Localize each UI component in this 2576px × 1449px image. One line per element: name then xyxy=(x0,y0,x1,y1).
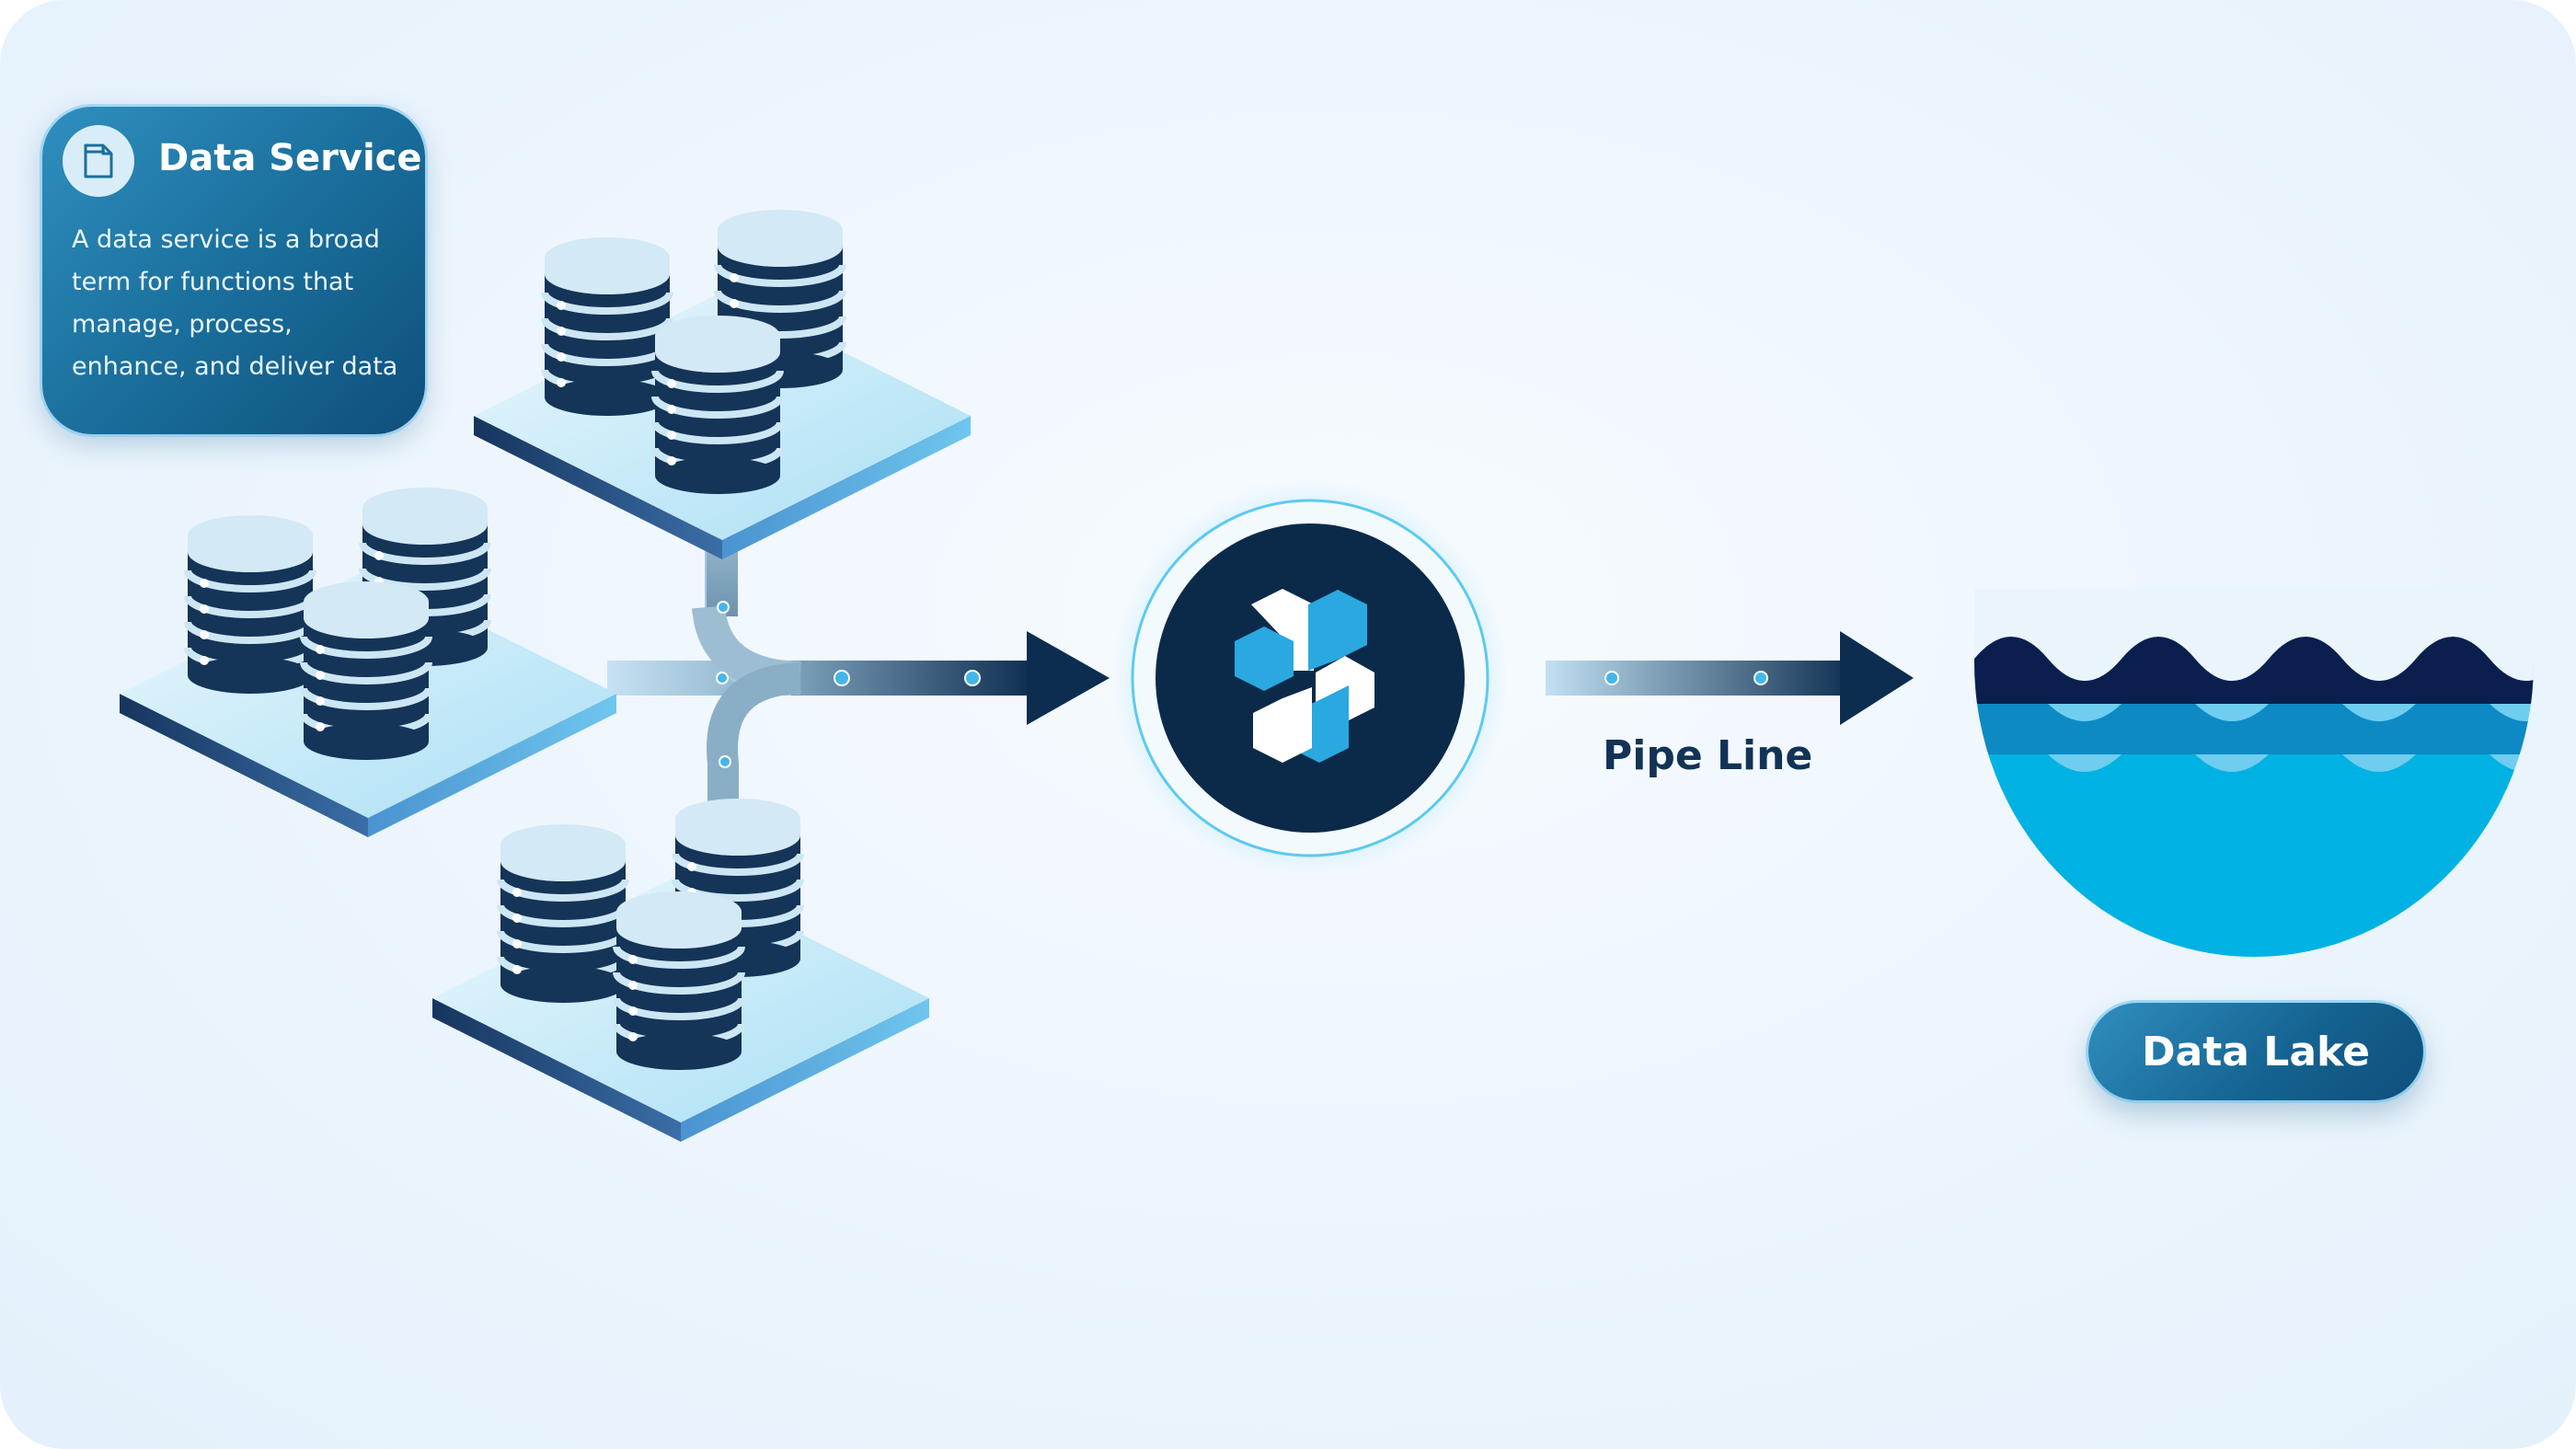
processing-hub xyxy=(1112,480,1508,876)
pipeline-label: Pipe Line xyxy=(1603,732,1813,779)
data-service-card: Data Service A data service is a broad t… xyxy=(42,107,425,434)
output-pipe xyxy=(1546,631,1914,725)
database-cluster-bottom xyxy=(432,799,929,1142)
input-pipes xyxy=(607,515,1110,814)
input-arrow-head xyxy=(1027,631,1110,725)
data-lake-badge: Data Lake xyxy=(2088,1003,2423,1100)
folder-icon xyxy=(84,144,113,178)
output-arrow-head xyxy=(1840,631,1914,725)
water-waves-icon xyxy=(1974,589,2534,957)
database-cluster-left xyxy=(120,488,616,837)
card-title: Data Service xyxy=(158,137,422,179)
database-cluster-top xyxy=(474,210,971,559)
hexagon-flower-logo-icon xyxy=(1235,589,1374,763)
card-description: A data service is a broad term for funct… xyxy=(72,225,398,381)
card-icon-badge xyxy=(63,125,134,197)
